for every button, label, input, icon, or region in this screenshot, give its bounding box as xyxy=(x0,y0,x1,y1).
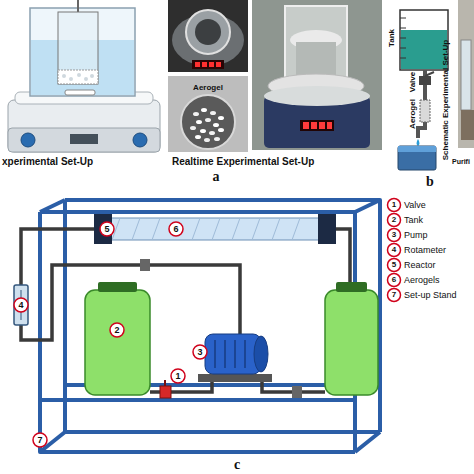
photo-label: Aerogel xyxy=(193,84,223,92)
callout-number: 5 xyxy=(104,225,109,234)
pump-illustration xyxy=(198,334,272,382)
legend-text: Set-up Stand xyxy=(404,291,457,300)
callout-number: 6 xyxy=(173,225,178,234)
panel-caption: Schematic Experimental Set-Up xyxy=(442,40,450,160)
legend-text: Rotameter xyxy=(404,246,446,255)
legend-text: Reactor xyxy=(404,261,436,270)
part-label: Valve xyxy=(409,72,417,92)
panel-caption: xperimental Set-Up xyxy=(2,157,93,167)
set-up-stand xyxy=(40,200,380,452)
legend-text: Aerogels xyxy=(404,276,440,285)
callout-circle xyxy=(14,199,401,448)
legend-number: 2 xyxy=(392,216,396,224)
panel-caption: Realtime Experimental Set-Up xyxy=(172,157,314,167)
legend-number: 6 xyxy=(392,276,396,284)
legend-number: 7 xyxy=(392,291,396,299)
legend-number: 3 xyxy=(392,231,396,239)
part-label: Aerogel xyxy=(409,99,417,129)
callout-number: 1 xyxy=(175,372,180,381)
callout-number: 4 xyxy=(18,301,23,310)
photo-stirrer-top xyxy=(168,0,248,72)
legend-text: Valve xyxy=(404,201,426,210)
valve-illustration xyxy=(140,259,302,398)
callout-number: 3 xyxy=(197,348,202,357)
legend-number: 4 xyxy=(392,246,396,254)
part-label: Tank xyxy=(388,29,396,47)
legend-number: 1 xyxy=(392,201,396,209)
panel-letter: a xyxy=(213,170,220,184)
panel-letter: c xyxy=(234,458,240,472)
panel-letter: b xyxy=(426,175,434,189)
rotameter-illustration xyxy=(14,285,28,325)
callout-number: 2 xyxy=(114,326,119,335)
legend-text: Pump xyxy=(404,231,428,240)
stirrer-illustration xyxy=(8,0,160,152)
panel-caption: Purifi xyxy=(452,158,470,165)
tank-schematic xyxy=(398,10,448,170)
pipework xyxy=(21,229,350,392)
photo-purification xyxy=(458,0,474,148)
photo-realtime xyxy=(252,0,382,150)
reactor-illustration xyxy=(94,214,336,244)
photo-aerogel xyxy=(168,76,248,152)
tank-illustration xyxy=(85,282,378,395)
callout-number: 7 xyxy=(37,436,42,445)
legend-number: 5 xyxy=(392,261,396,269)
legend-text: Tank xyxy=(404,216,423,225)
